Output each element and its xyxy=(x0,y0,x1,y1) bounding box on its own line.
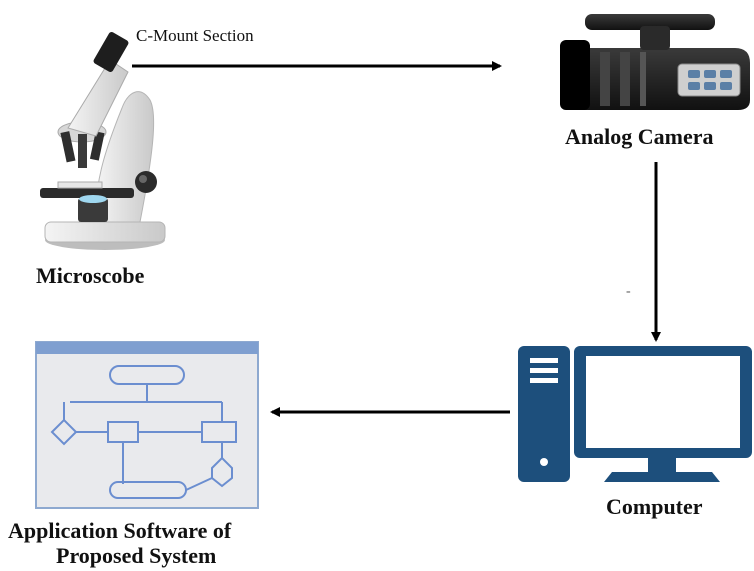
flowchart-window-icon xyxy=(35,341,259,509)
camera-label: Analog Camera xyxy=(565,124,714,149)
desktop-computer-icon xyxy=(518,346,752,482)
video-camera-icon xyxy=(560,14,750,110)
software-label-line2: Proposed System xyxy=(56,543,217,568)
edge-label-c-mount: C-Mount Section xyxy=(136,26,254,45)
edge-label-camera-computer: - xyxy=(626,284,631,299)
microscope-icon xyxy=(40,32,166,250)
computer-label: Computer xyxy=(606,494,703,519)
software-label-line1: Application Software of xyxy=(8,518,232,543)
microscope-label: Microscobe xyxy=(36,263,145,288)
